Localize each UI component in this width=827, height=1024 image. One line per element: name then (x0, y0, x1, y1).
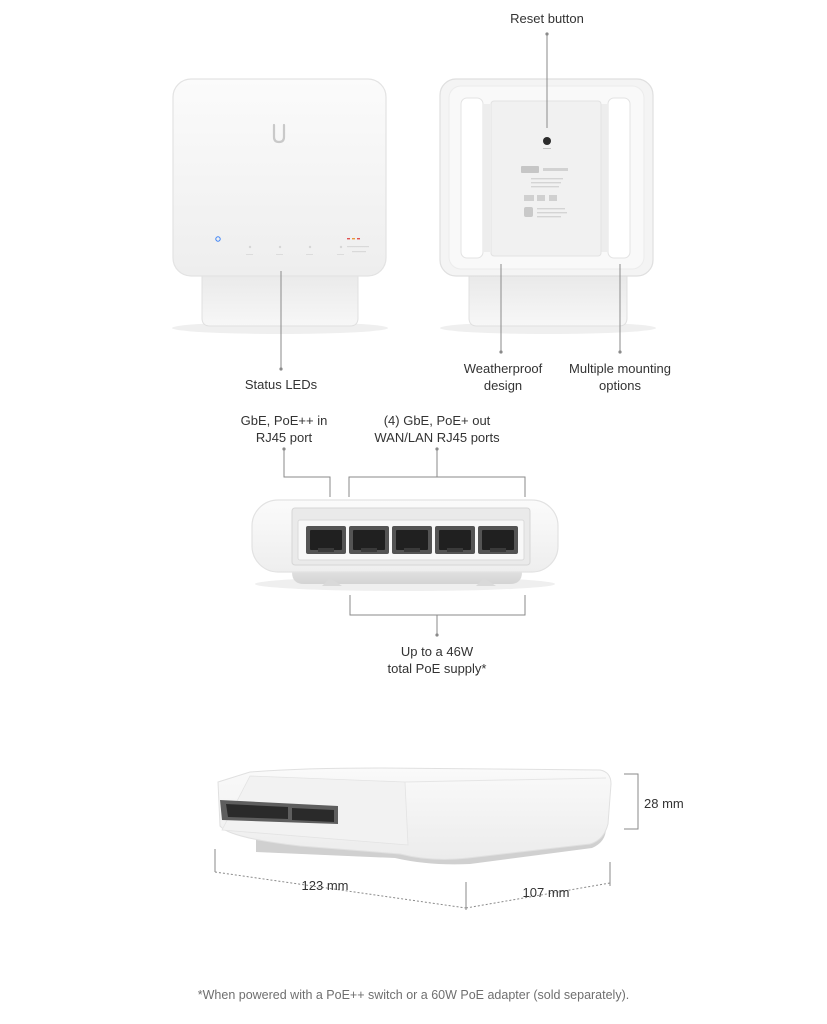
status-leds-label: Status LEDs (244, 377, 318, 392)
footnote: *When powered with a PoE++ switch or a 6… (197, 988, 630, 1002)
weatherproof-label: Weatherproof design (443, 360, 563, 394)
ubiquiti-logo-icon (272, 123, 286, 144)
poe-in-port-label-line2: RJ45 port (255, 430, 313, 445)
weatherproof-label-line1: Weatherproof (463, 361, 543, 376)
poe-in-port-label-line1: GbE, PoE++ in (240, 413, 328, 428)
rj45-port-poe-in (306, 526, 346, 554)
poe-out-ports-label: (4) GbE, PoE+ out WAN/LAN RJ45 ports (352, 412, 522, 446)
reset-button-icon (543, 137, 551, 145)
perspective-view (217, 767, 612, 865)
poe-in-port-label: GbE, PoE++ in RJ45 port (219, 412, 349, 446)
rj45-port-4 (478, 526, 518, 554)
width-dimension-label: 123 mm (301, 878, 349, 893)
product-label (521, 166, 568, 218)
poe-out-ports-label-line1: (4) GbE, PoE+ out (383, 413, 491, 428)
leader-lines (279, 32, 622, 637)
port-view (251, 499, 559, 591)
mounting-options-label: Multiple mounting options (545, 360, 695, 394)
rj45-port-2 (392, 526, 432, 554)
mounting-options-label-line1: Multiple mounting (569, 361, 671, 376)
poe-supply-label-line1: Up to a 46W (400, 644, 474, 659)
poe-supply-label: Up to a 46W total PoE supply* (362, 643, 512, 677)
mounting-rail-right (601, 97, 631, 259)
dimension-lines (214, 773, 639, 910)
rj45-port-1 (349, 526, 389, 554)
depth-dimension-label: 107 mm (522, 885, 570, 900)
poe-out-ports-label-line2: WAN/LAN RJ45 ports (374, 430, 500, 445)
reset-button-label: Reset button (510, 11, 584, 26)
status-led-row (215, 236, 369, 255)
front-view (172, 78, 388, 334)
rj45-port-3 (435, 526, 475, 554)
mounting-options-label-line2: options (599, 378, 641, 393)
poe-supply-label-line2: total PoE supply* (387, 661, 487, 676)
back-view (439, 78, 656, 334)
side-port-strip (220, 800, 338, 824)
height-dimension-label: 28 mm (644, 796, 684, 811)
mounting-rail-left (460, 97, 490, 259)
weatherproof-label-line2: design (483, 378, 523, 393)
